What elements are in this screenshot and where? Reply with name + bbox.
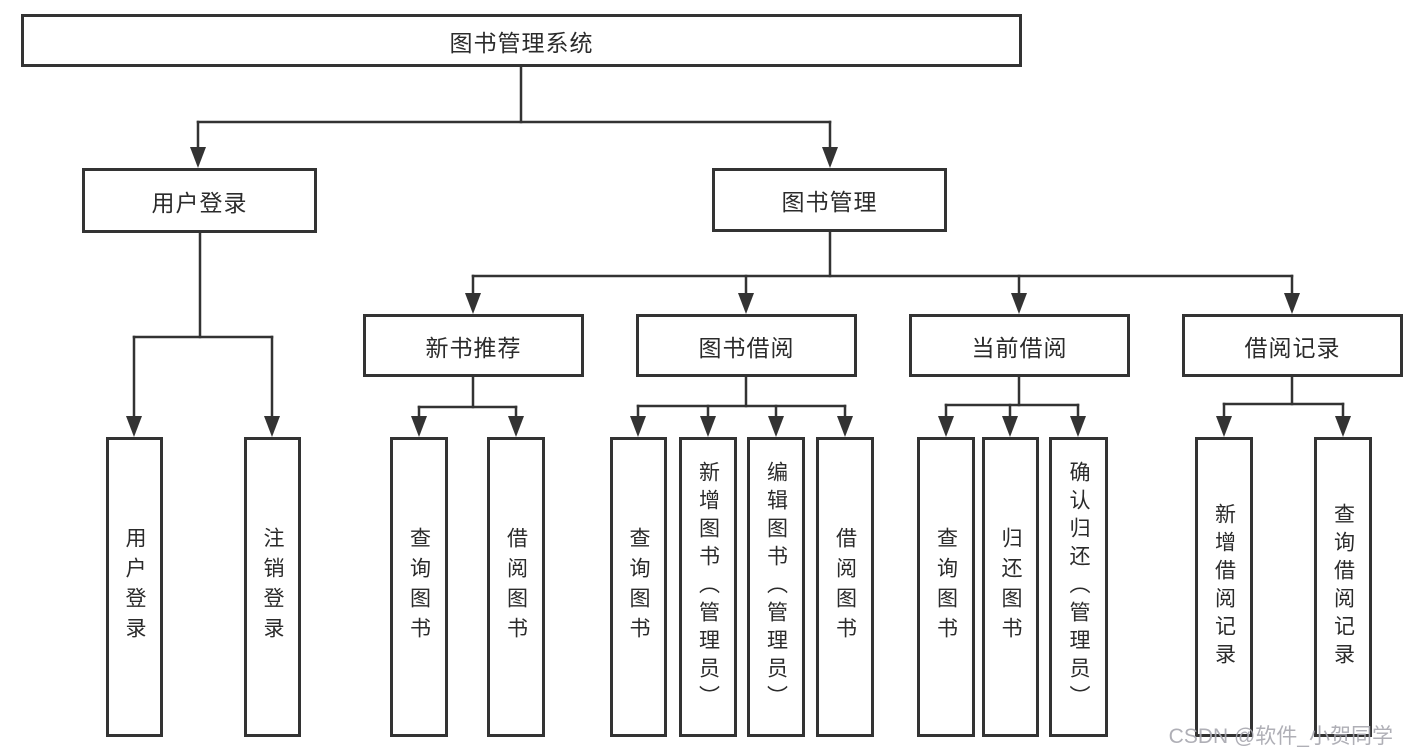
node-borrowing-records: 借阅记录: [1182, 314, 1403, 377]
leaf-confirm-return-admin-label: 确认归还（管理员）: [1067, 461, 1090, 713]
connector-new-book-children: [411, 375, 524, 437]
leaf-query-borrow-record: 查询借阅记录: [1314, 437, 1372, 737]
connector-user-login-children: [126, 231, 280, 437]
connector-current-borrowing-children: [938, 375, 1086, 437]
connector-root-to-level2: [190, 65, 838, 168]
node-library-management-system: 图书管理系统: [21, 14, 1022, 67]
leaf-confirm-return-admin: 确认归还（管理员）: [1049, 437, 1108, 737]
leaf-logout: 注销登录: [244, 437, 301, 737]
leaf-query-books-recommend: 查询图书: [390, 437, 448, 737]
leaf-query-books-current: 查询图书: [917, 437, 975, 737]
connector-borrowing-records-children: [1216, 375, 1351, 437]
leaf-add-book-admin-label: 新增图书（管理员）: [696, 461, 720, 713]
leaf-query-books-recommend-label: 查询图书: [407, 527, 431, 647]
leaf-add-book-admin: 新增图书（管理员）: [679, 437, 737, 737]
leaf-query-books-borrowing-label: 查询图书: [627, 527, 650, 647]
leaf-add-borrow-record: 新增借阅记录: [1195, 437, 1253, 737]
leaf-logout-label: 注销登录: [261, 527, 284, 647]
leaf-return-books: 归还图书: [982, 437, 1039, 737]
leaf-edit-book-admin: 编辑图书（管理员）: [747, 437, 805, 737]
leaf-edit-book-admin-label: 编辑图书（管理员）: [764, 461, 788, 713]
node-current-borrowing: 当前借阅: [909, 314, 1130, 377]
leaf-borrow-books-recommend-label: 借阅图书: [504, 527, 528, 647]
node-book-management: 图书管理: [712, 168, 947, 232]
leaf-query-books-current-label: 查询图书: [934, 527, 958, 647]
leaf-user-login-label: 用户登录: [123, 527, 146, 647]
leaf-borrow-books-borrowing-label: 借阅图书: [833, 527, 857, 647]
leaf-add-borrow-record-label: 新增借阅记录: [1212, 503, 1236, 671]
connector-book-borrowing-children: [630, 375, 853, 437]
leaf-borrow-books-borrowing: 借阅图书: [816, 437, 874, 737]
connector-book-management-sections: [465, 230, 1300, 314]
leaf-return-books-label: 归还图书: [999, 527, 1022, 647]
node-book-borrowing: 图书借阅: [636, 314, 857, 377]
leaf-query-books-borrowing: 查询图书: [610, 437, 667, 737]
csdn-watermark: CSDN @软件_小贺同学: [1168, 725, 1393, 747]
leaf-user-login: 用户登录: [106, 437, 163, 737]
node-user-login: 用户登录: [82, 168, 317, 233]
leaf-borrow-books-recommend: 借阅图书: [487, 437, 545, 737]
node-new-book-recommendation: 新书推荐: [363, 314, 584, 377]
leaf-query-borrow-record-label: 查询借阅记录: [1331, 503, 1355, 671]
